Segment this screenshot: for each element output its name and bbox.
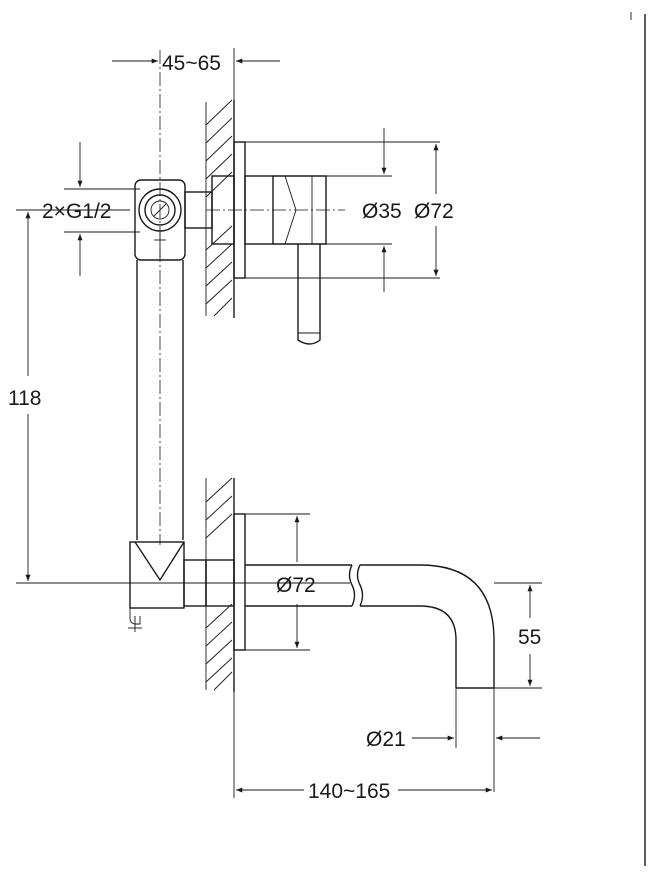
wall-hatch-top <box>205 99 235 318</box>
dim-thread <box>64 142 140 276</box>
label-handle-diameter: Ø35 <box>362 200 402 223</box>
handle-rosette <box>206 141 345 345</box>
label-thread: 2×G1/2 <box>42 200 111 223</box>
label-height: 118 <box>8 387 41 410</box>
label-spout-diameter: Ø21 <box>366 728 406 751</box>
dim-spout-drop <box>494 582 542 689</box>
dim-handle-diameters <box>245 128 440 292</box>
dim-spout-diameter <box>412 688 540 792</box>
label-wall-depth: 45~65 <box>162 52 221 75</box>
wall-hatch-bottom <box>205 477 235 692</box>
connecting-pipe <box>136 50 184 545</box>
dim-rosette-diameter-bottom <box>245 513 310 651</box>
label-spout-reach: 140~165 <box>308 780 390 803</box>
mixer-valve-body <box>134 175 235 261</box>
dim-wall-depth <box>112 48 280 104</box>
label-rosette-diameter-bottom: Ø72 <box>276 574 316 597</box>
label-rosette-diameter-top: Ø72 <box>414 200 454 223</box>
label-spout-drop: 55 <box>518 626 541 649</box>
spout <box>233 513 495 689</box>
spout-body <box>128 541 235 632</box>
dim-height <box>16 209 350 584</box>
dim-spout-reach <box>233 692 492 798</box>
